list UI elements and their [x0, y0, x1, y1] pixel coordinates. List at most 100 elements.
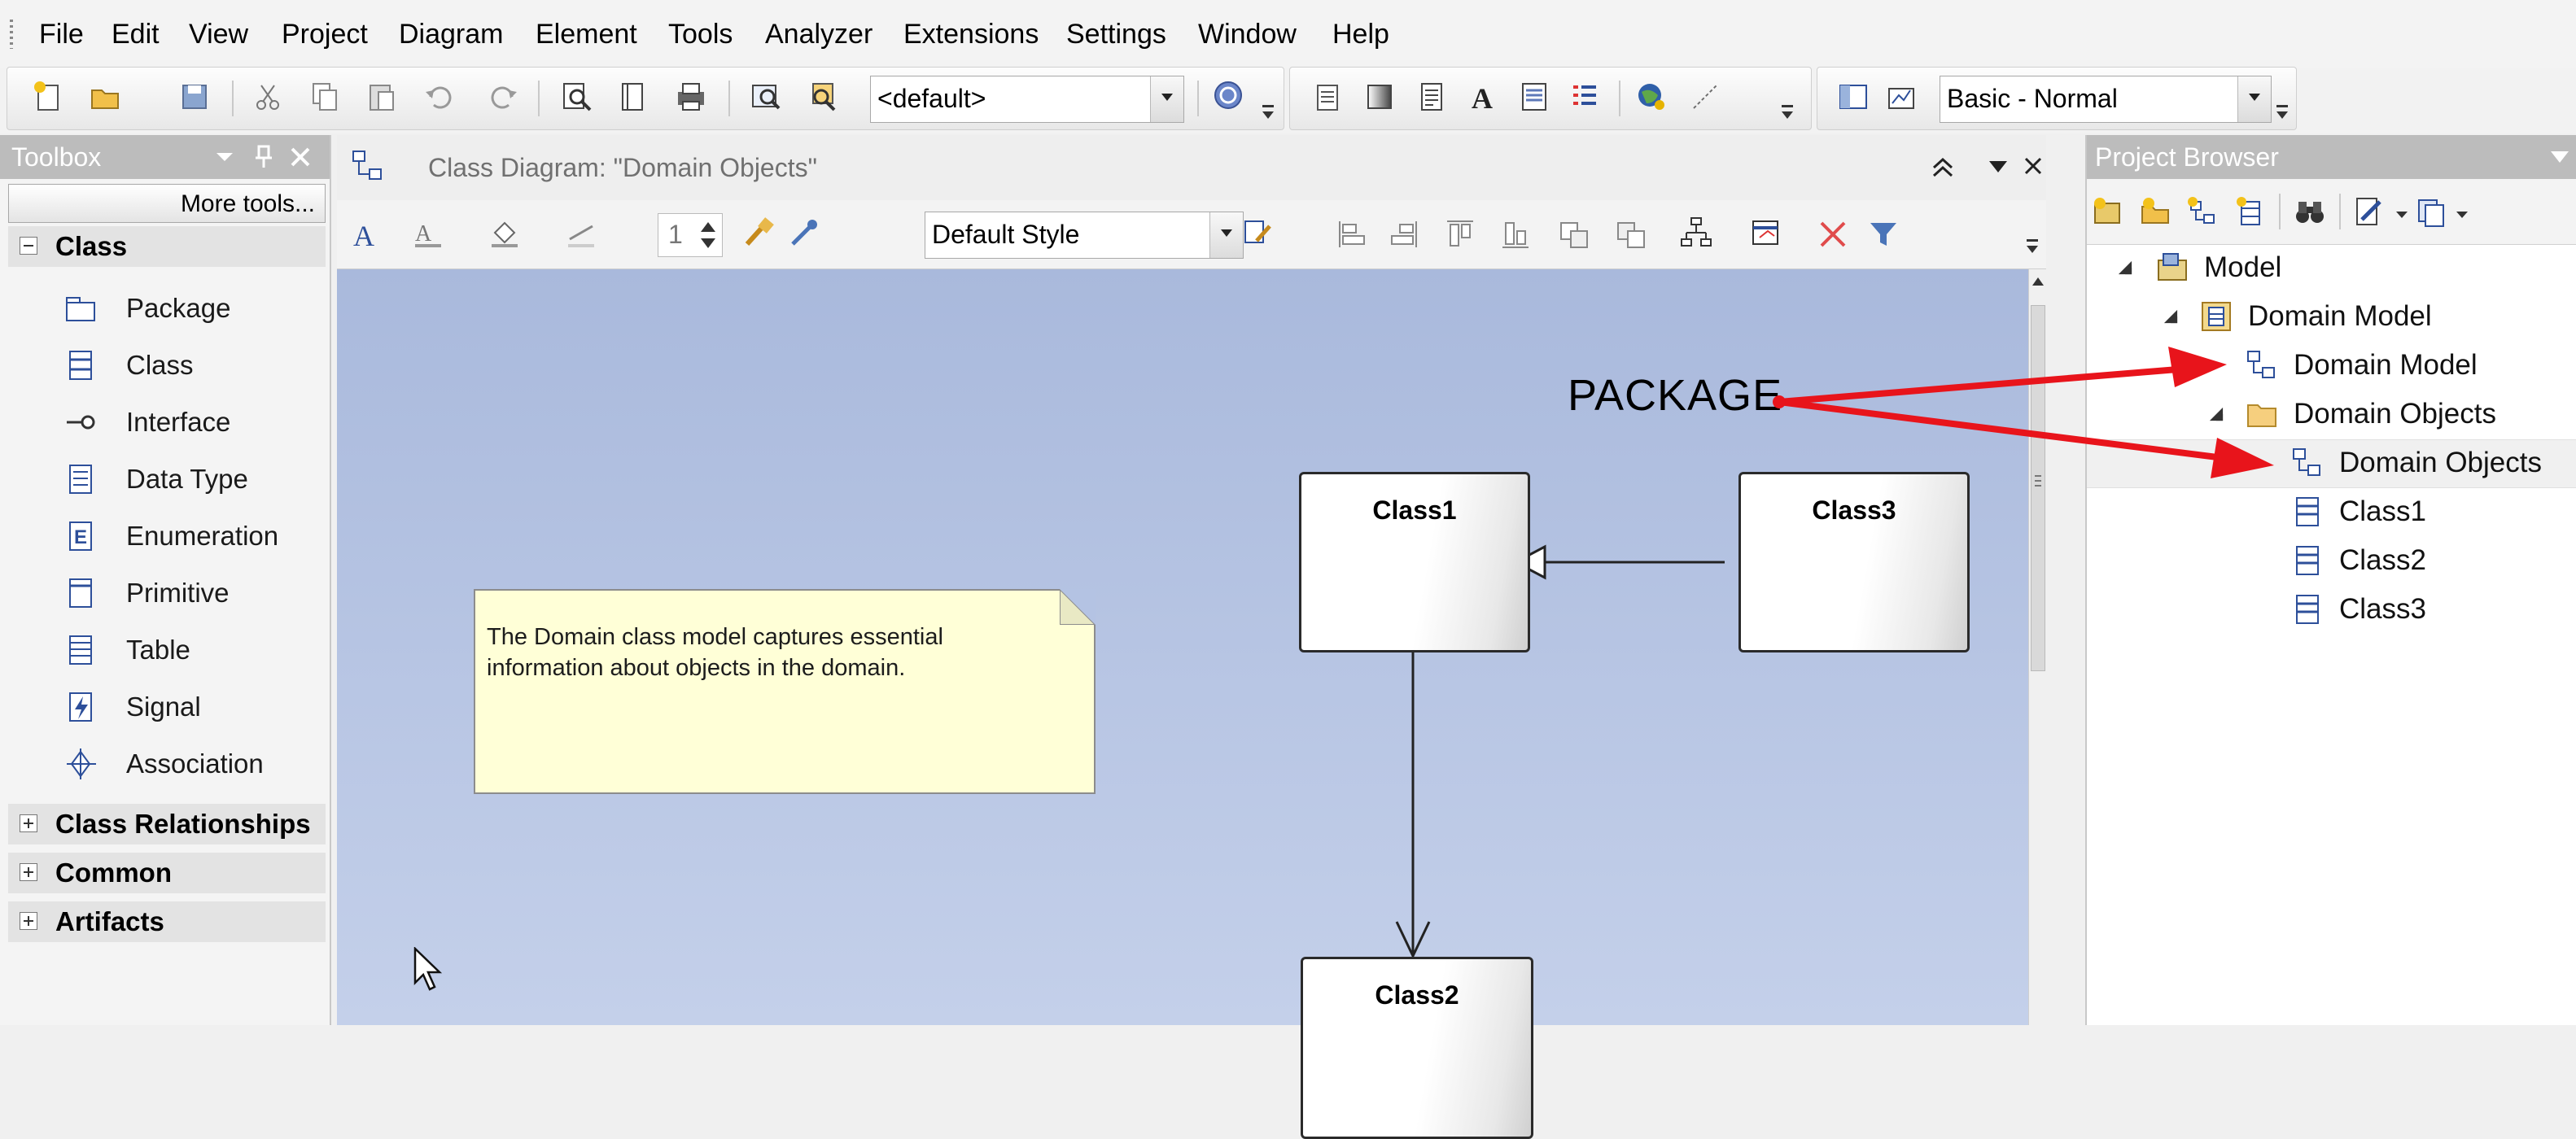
new-project-icon[interactable]: [32, 81, 64, 113]
search-diagram-icon[interactable]: [807, 81, 839, 113]
menu-settings[interactable]: Settings: [1066, 19, 1166, 50]
menu-edit[interactable]: Edit: [112, 19, 160, 50]
tool-package[interactable]: Package: [65, 281, 326, 335]
chevron-down-icon[interactable]: [1150, 76, 1183, 122]
perspective-icon[interactable]: [1886, 81, 1918, 113]
binoculars-icon[interactable]: [2294, 195, 2326, 228]
properties-icon[interactable]: [1518, 81, 1550, 113]
toolbar-overflow-icon[interactable]: [2275, 102, 2291, 126]
diagram-properties-icon[interactable]: [1750, 216, 1782, 249]
vertical-scrollbar[interactable]: [2028, 269, 2047, 1025]
close-icon[interactable]: [290, 146, 311, 168]
redo-icon[interactable]: [488, 81, 520, 113]
expand-icon[interactable]: [20, 814, 37, 832]
tool-datatype[interactable]: Data Type: [65, 452, 326, 506]
tool-primitive[interactable]: Primitive: [65, 566, 326, 620]
eyedropper-icon[interactable]: [788, 216, 820, 249]
section-common[interactable]: Common: [8, 853, 326, 893]
tool-table[interactable]: Table: [65, 623, 326, 677]
expanded-icon[interactable]: [2209, 407, 2224, 421]
menu-view[interactable]: View: [189, 19, 249, 50]
document-icon[interactable]: [1415, 81, 1448, 113]
new-element-icon[interactable]: [1311, 81, 1344, 113]
scroll-up-icon[interactable]: [2031, 276, 2045, 287]
chevron-down-icon[interactable]: [1988, 159, 2009, 174]
search-model-icon[interactable]: [750, 81, 782, 113]
menu-file[interactable]: File: [39, 19, 84, 50]
menu-project[interactable]: Project: [282, 19, 368, 50]
class-element-class1[interactable]: Class1: [1299, 472, 1530, 652]
section-class-relationships[interactable]: Class Relationships: [8, 804, 326, 844]
save-icon[interactable]: [178, 81, 211, 113]
new-element-icon[interactable]: [2233, 195, 2266, 228]
format-painter-icon[interactable]: [742, 216, 775, 249]
more-tools-button[interactable]: More tools...: [8, 184, 326, 223]
pin-icon[interactable]: [254, 145, 273, 169]
gradient-fill-icon[interactable]: [1363, 81, 1396, 113]
font-icon[interactable]: A: [350, 218, 383, 251]
copy-icon[interactable]: [308, 81, 341, 113]
collapse-icon[interactable]: [20, 237, 37, 255]
delete-icon[interactable]: [1817, 218, 1849, 251]
tool-interface[interactable]: Interface: [65, 395, 326, 449]
globe-icon[interactable]: [1635, 81, 1668, 113]
page-layout-icon[interactable]: [616, 81, 649, 113]
menu-element[interactable]: Element: [536, 19, 637, 50]
note-element[interactable]: The Domain class model captures essentia…: [474, 589, 1096, 794]
class-element-class2[interactable]: Class2: [1301, 957, 1533, 1139]
text-font-icon[interactable]: A: [1467, 81, 1500, 113]
new-diagram-icon[interactable]: [2186, 195, 2219, 228]
expanded-icon[interactable]: [2163, 309, 2178, 324]
find-icon[interactable]: [561, 81, 593, 113]
close-icon[interactable]: [2023, 156, 2043, 176]
help-icon[interactable]: [1212, 79, 1244, 111]
filter-icon[interactable]: [1867, 218, 1900, 251]
chevron-down-icon[interactable]: [2455, 210, 2469, 220]
paste-icon[interactable]: [365, 81, 398, 113]
menu-extensions[interactable]: Extensions: [903, 19, 1039, 50]
cut-icon[interactable]: [251, 81, 284, 113]
workspace-layout-icon[interactable]: [1837, 81, 1870, 113]
chevron-down-icon[interactable]: [2549, 150, 2570, 164]
stepper-arrows-icon[interactable]: [698, 217, 719, 253]
align-bottom-icon[interactable]: [1499, 218, 1532, 251]
layout-diagram-icon[interactable]: [1680, 216, 1712, 249]
tool-association[interactable]: Association: [65, 737, 326, 791]
menu-analyzer[interactable]: Analyzer: [765, 19, 873, 50]
expand-icon[interactable]: [20, 863, 37, 881]
fill-color-icon[interactable]: [488, 218, 521, 251]
toolbar-overflow-icon[interactable]: [1780, 102, 1796, 126]
menu-diagram[interactable]: Diagram: [399, 19, 504, 50]
open-folder-icon[interactable]: [89, 81, 121, 113]
align-top-icon[interactable]: [1444, 218, 1476, 251]
maximize-icon[interactable]: [1931, 155, 1955, 179]
chevron-down-icon[interactable]: [1209, 212, 1243, 258]
tool-signal[interactable]: Signal: [65, 680, 326, 734]
new-model-icon[interactable]: [2092, 195, 2124, 228]
quick-format-icon[interactable]: [1242, 216, 1275, 249]
align-right-icon[interactable]: [1387, 218, 1419, 251]
edit-notes-icon[interactable]: [2352, 195, 2385, 228]
toolbar-overflow-icon[interactable]: [1261, 102, 1277, 126]
same-width-icon[interactable]: [1615, 218, 1647, 251]
tool-enumeration[interactable]: E Enumeration: [65, 509, 326, 563]
chevron-down-icon[interactable]: [2237, 76, 2271, 122]
view-combo[interactable]: <default>: [870, 76, 1184, 123]
expand-icon[interactable]: [20, 912, 37, 930]
chevron-down-icon[interactable]: [215, 150, 234, 164]
menu-tools[interactable]: Tools: [668, 19, 733, 50]
align-left-icon[interactable]: [1336, 218, 1369, 251]
connector-icon[interactable]: [1689, 81, 1721, 113]
tool-class[interactable]: Class: [65, 338, 326, 392]
new-package-icon[interactable]: [2139, 195, 2171, 228]
style-combo[interactable]: Default Style: [925, 212, 1244, 259]
workspace-combo[interactable]: Basic - Normal: [1940, 76, 2272, 123]
expanded-icon[interactable]: [2118, 260, 2132, 275]
same-height-icon[interactable]: [1558, 218, 1590, 251]
undo-icon[interactable]: [422, 81, 455, 113]
section-artifacts[interactable]: Artifacts: [8, 901, 326, 942]
class-element-class3[interactable]: Class3: [1738, 472, 1970, 652]
print-icon[interactable]: [675, 81, 707, 113]
menu-help[interactable]: Help: [1332, 19, 1389, 50]
chevron-down-icon[interactable]: [2394, 210, 2409, 220]
